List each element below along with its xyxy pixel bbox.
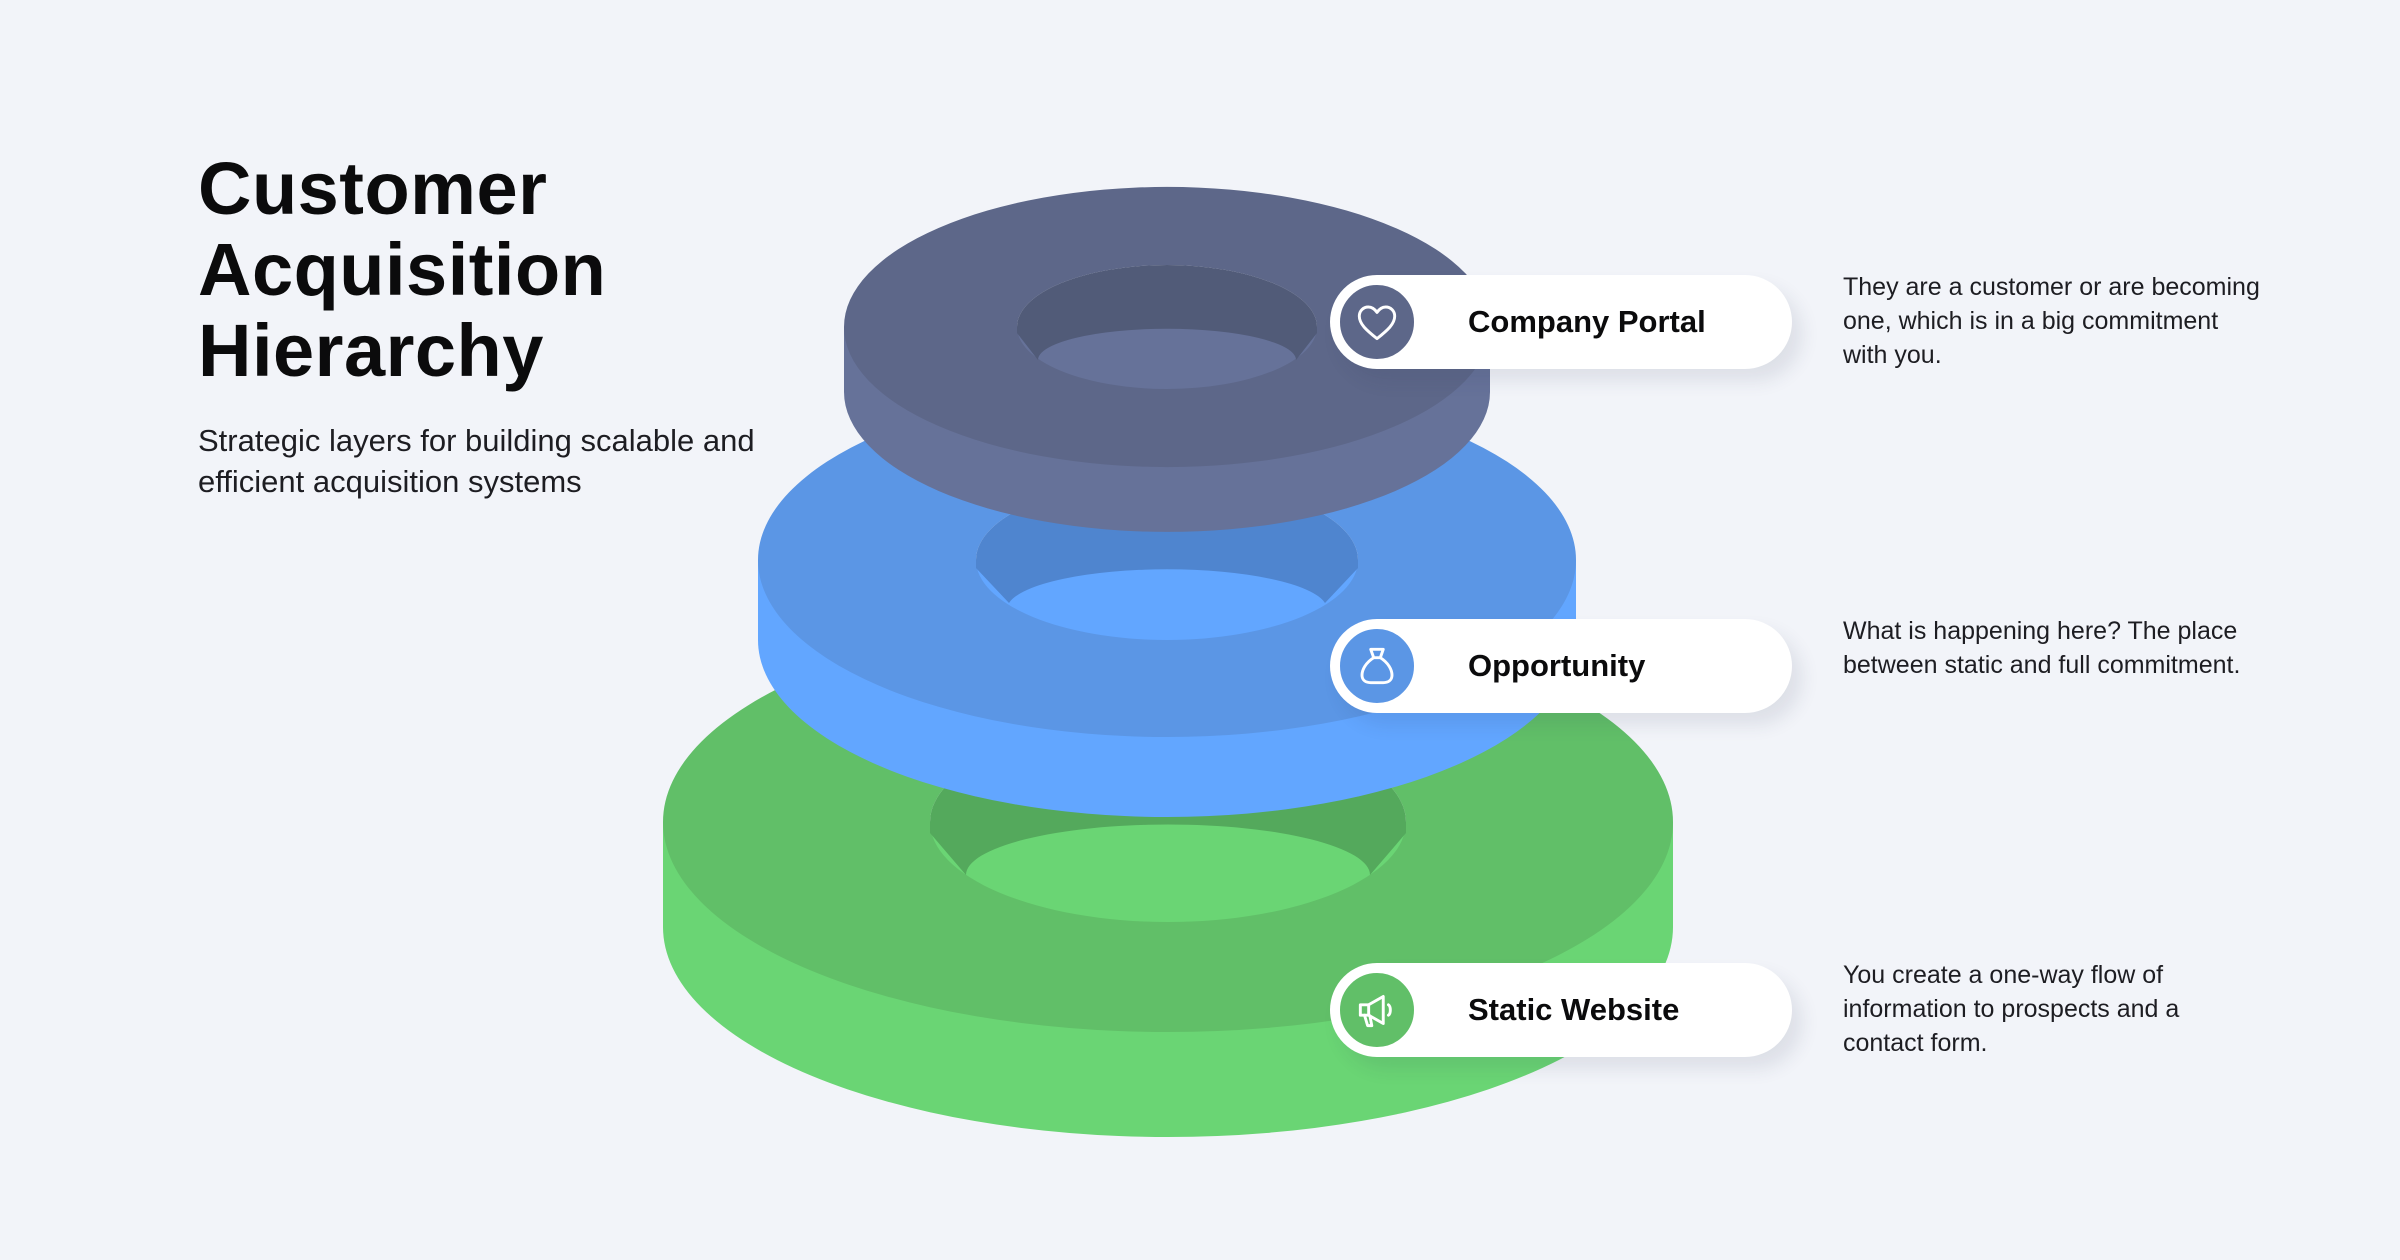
tier-label-opportunity: Opportunity: [1468, 648, 1646, 683]
title-line-1: Customer: [198, 147, 548, 230]
tier-label-company-portal: Company Portal: [1468, 304, 1706, 339]
title-line-2: Acquisition: [198, 228, 607, 311]
page-title: Customer Acquisition Hierarchy: [198, 148, 606, 391]
tier-pill-company-portal: Company Portal: [1330, 275, 1792, 369]
tier-pill-static-website: Static Website: [1330, 963, 1792, 1057]
tier-description-company-portal: They are a customer or are becoming one,…: [1843, 273, 2260, 369]
megaphone-icon: [1358, 995, 1392, 1028]
title-line-3: Hierarchy: [198, 309, 544, 392]
ring-top: [843, 186, 1491, 532]
tier-pill-opportunity: Opportunity: [1330, 619, 1792, 713]
money-bag-icon: [1360, 647, 1394, 685]
ring-top-inner-wall: [1017, 265, 1317, 360]
page-subtitle: Strategic layers for building scalable a…: [198, 423, 755, 499]
heart-icon: [1357, 305, 1397, 341]
ring-top-top: [843, 186, 1491, 468]
tier-description-static-website: You create a one-way flow of information…: [1843, 961, 2180, 1057]
tier-description-opportunity: What is happening here? The place betwee…: [1843, 617, 2241, 679]
tier-badge-opportunity: [1335, 624, 1419, 708]
tier-badge-static-website: [1335, 968, 1419, 1052]
tier-label-static-website: Static Website: [1468, 992, 1680, 1027]
tier-badge-company-portal: [1335, 280, 1419, 364]
